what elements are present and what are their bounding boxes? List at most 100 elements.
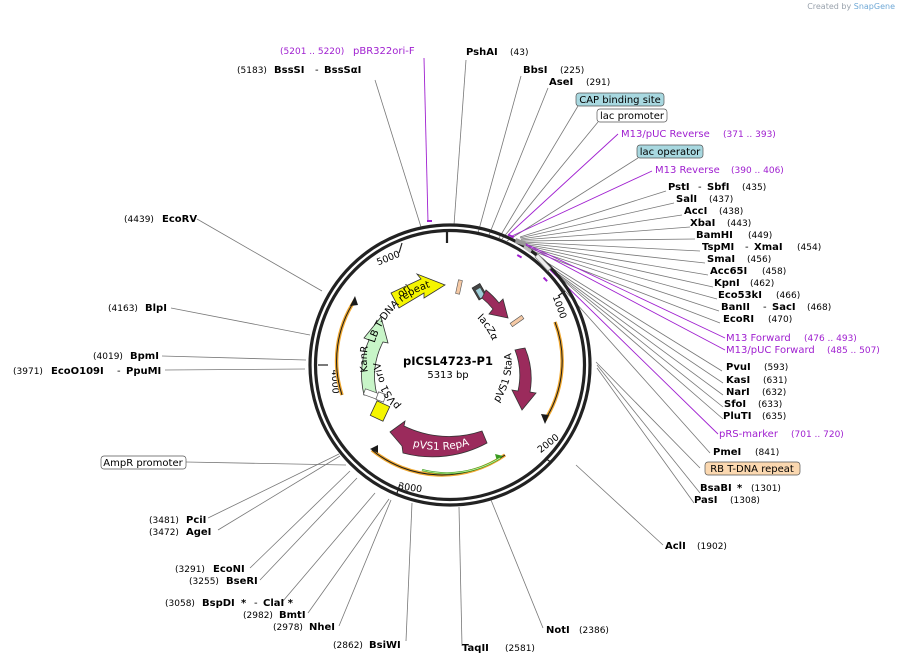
- backbone-marks: [427, 220, 552, 282]
- primer-m13-forward-range: (476 .. 493): [804, 334, 857, 344]
- site-acc65i-pos: (458): [762, 267, 786, 277]
- primer-pbr322ori-f-name: pBR322ori-F: [353, 46, 415, 57]
- site-pluti-name: PluTI: [723, 411, 751, 422]
- site-bsssi-name: BssSI: [274, 65, 304, 76]
- site-econi-name: EcoNI: [213, 564, 245, 575]
- pvs1-oriv-feature[interactable]: [369, 400, 391, 422]
- cap-binding-site-box: [575, 92, 665, 107]
- backbone-inner-ring: [313, 228, 587, 502]
- site-eco53ki-name: Eco53kI: [718, 290, 762, 301]
- site-bbsi-pos: (225): [560, 66, 584, 76]
- site-ecorv-pos: (4439): [124, 215, 154, 225]
- site-ecoo109i-pos: (3971): [13, 367, 43, 377]
- lacz-alpha-label: lacZα: [475, 312, 500, 342]
- site-sfoi-pos: (633): [758, 400, 782, 410]
- ori-feature[interactable]: [390, 273, 446, 309]
- site-bspdi-iso: ClaI *: [263, 598, 294, 609]
- green-orf-highlight: [421, 457, 501, 474]
- site-pshai-name: PshAI: [466, 47, 498, 58]
- site-tspmi-iso: XmaI: [754, 242, 783, 253]
- site-ecoo109i-name: EcoO109I: [51, 366, 104, 377]
- site-pmei-name: PmeI: [713, 447, 741, 458]
- pvs1-staa-feature[interactable]: [511, 347, 537, 411]
- plasmid-name: pICSL4723-P1: [403, 354, 493, 368]
- site-ecori-pos: (470): [768, 315, 792, 325]
- site-pshai-pos: (43): [510, 48, 528, 58]
- site-bbsi-name: BbsI: [523, 65, 547, 76]
- tick-label-3000: 3000: [397, 481, 422, 495]
- enzyme-labels-left: (2862) BsiWI (2978) NheI (2982) BmtI (30…: [13, 65, 401, 651]
- site-ecoo109i-sep: -: [117, 366, 121, 377]
- site-psti-sep: -: [698, 182, 702, 193]
- site-tspmi-sep: -: [745, 242, 749, 253]
- kanr-feature[interactable]: [361, 316, 389, 396]
- primer-prs-marker-range: (701 .. 720): [791, 430, 844, 440]
- site-sfoi-name: SfoI: [724, 399, 746, 410]
- site-taqii-pos: (2581): [505, 644, 535, 654]
- tick-label-4000: 4000: [329, 369, 341, 394]
- site-econi-pos: (3291): [175, 565, 205, 575]
- site-psti-name: PstI: [668, 182, 690, 193]
- site-eco53ki-pos: (466): [776, 291, 800, 301]
- primer-leader-lines: [423, 57, 726, 435]
- backbone-outer-ring: [308, 223, 592, 507]
- site-kpni-pos: (462): [750, 279, 774, 289]
- site-bsiwi-pos: (2862): [333, 641, 363, 651]
- site-bsabi-star: *: [737, 483, 743, 494]
- lac-promoter-box: [596, 108, 668, 123]
- lac-promoter-label: lac promoter: [600, 111, 665, 122]
- primer-m13-puc-reverse-name: M13/pUC Reverse: [621, 129, 710, 140]
- site-pcii-pos: (3481): [149, 516, 179, 526]
- site-xbai-pos: (443): [727, 219, 751, 229]
- site-ecoo109i-iso: PpuMI: [126, 366, 161, 377]
- site-acci-name: AccI: [684, 206, 707, 217]
- site-banii-iso: SacI: [772, 302, 796, 313]
- site-nari-name: NarI: [726, 387, 750, 398]
- pvs1-repa-feature[interactable]: [389, 420, 488, 458]
- cap-binding-site-label: CAP binding site: [579, 95, 661, 106]
- site-nari-pos: (632): [762, 388, 786, 398]
- site-nhei-name: NheI: [309, 622, 335, 633]
- site-bpmi-name: BpmI: [130, 351, 159, 362]
- site-pasi-name: PasI: [694, 495, 717, 506]
- lb-tdna-marker: [455, 279, 463, 295]
- site-blpi-name: BlpI: [145, 303, 167, 314]
- green-orf-arrowhead: [495, 454, 503, 461]
- pvs1-staa-label: pVS1 StaA: [492, 353, 515, 405]
- site-xbai-name: XbaI: [690, 218, 715, 229]
- enzyme-labels-right: PshAI (43) BbsI (225) AseI (291) PstI - …: [462, 47, 831, 654]
- primer-pbr322ori-f-range: (5201 .. 5220): [280, 47, 344, 57]
- site-pluti-pos: (635): [762, 412, 786, 422]
- site-bseri-pos: (3255): [189, 577, 219, 587]
- site-bpmi-pos: (4019): [93, 352, 123, 362]
- site-nhei-pos: (2978): [273, 623, 303, 633]
- site-noti-pos: (2386): [579, 626, 609, 636]
- primer-m13-puc-forward-name: M13/pUC Forward: [726, 345, 815, 356]
- site-bspdi-sep: -: [254, 598, 258, 609]
- site-ecori-name: EcoRI: [723, 314, 754, 325]
- lacz-alpha-feature[interactable]: [481, 289, 509, 319]
- site-bsssi-pos: (5183): [237, 66, 267, 76]
- site-psti-iso: SbfI: [707, 182, 729, 193]
- site-pvui-name: PvuI: [726, 362, 751, 373]
- primer-m13-reverse-range: (390 .. 406): [731, 166, 784, 176]
- leader-lines: [161, 59, 724, 647]
- primer-prs-marker-name: pRS-marker: [719, 429, 779, 440]
- site-pvui-pos: (593): [764, 363, 788, 373]
- primer-m13-puc-forward-range: (485 .. 507): [827, 346, 880, 356]
- site-bsiwi-name: BsiWI: [369, 640, 401, 651]
- pvs1-repa-label: pVS1 RepA: [412, 436, 471, 453]
- site-tspmi-pos: (454): [797, 243, 821, 253]
- site-bspdi-star: *: [241, 598, 247, 609]
- site-bsssi-sep: -: [315, 65, 319, 76]
- site-bseri-name: BseRI: [226, 576, 258, 587]
- site-bmti-pos: (2982): [243, 611, 273, 621]
- site-asei-pos: (291): [586, 78, 610, 88]
- snapgene-credit: Created by SnapGene: [807, 2, 895, 11]
- plasmid-length: 5313 bp: [427, 370, 468, 381]
- rb-tdna-marker: [509, 314, 525, 328]
- primer-m13-puc-reverse-range: (371 .. 393): [723, 130, 776, 140]
- kanr-label: KanR: [359, 345, 371, 373]
- primer-labels: (5201 .. 5220) pBR322ori-F M13/pUC Rever…: [280, 46, 880, 440]
- snapgene-brand: SnapGene: [853, 2, 895, 11]
